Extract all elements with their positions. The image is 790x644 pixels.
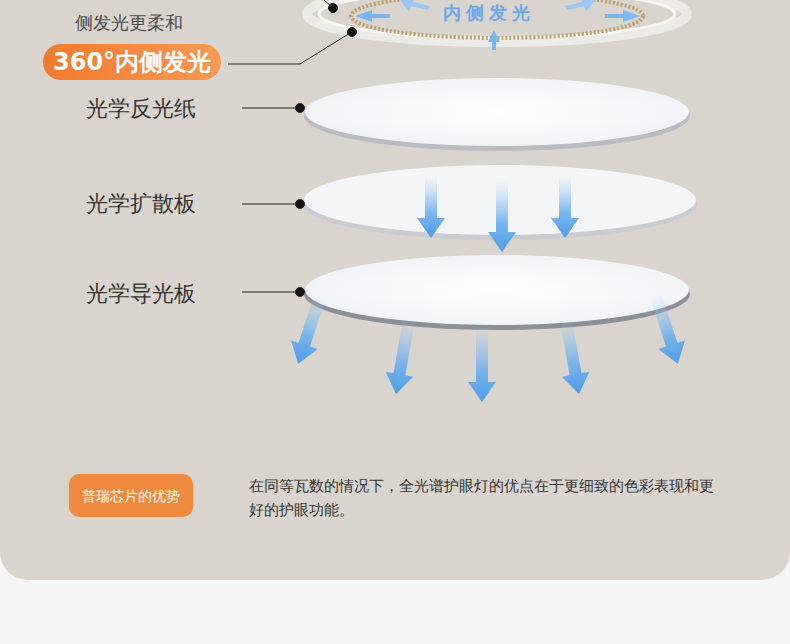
node-heading: 侧发光更柔和: [75, 11, 183, 35]
node-text: 360°内侧发光: [53, 50, 211, 74]
card-ground: [0, 0, 790, 580]
leader-lines: [228, 0, 357, 297]
node-text: 普瑞芯片的优势: [82, 489, 180, 503]
reflector-disk: [304, 78, 690, 151]
ring-label: 内侧发光: [443, 1, 535, 24]
layer-label: 光学扩散板: [86, 190, 196, 219]
led-ring: [307, 0, 687, 50]
layer-label: 光学导光板: [86, 280, 196, 309]
advantage-button: 普瑞芯片的优势: [69, 474, 193, 517]
highlight-pill: 侧发光更柔和360°内侧发光: [43, 44, 221, 80]
light-guide-disk: [304, 255, 690, 330]
light-arrows: [285, 177, 691, 402]
layer-label: 光学反光纸: [86, 95, 196, 124]
body-note: 在同等瓦数的情况下，全光谱护眼灯的优点在于更细致的色彩表现和更好的护眼功能。: [249, 474, 727, 522]
